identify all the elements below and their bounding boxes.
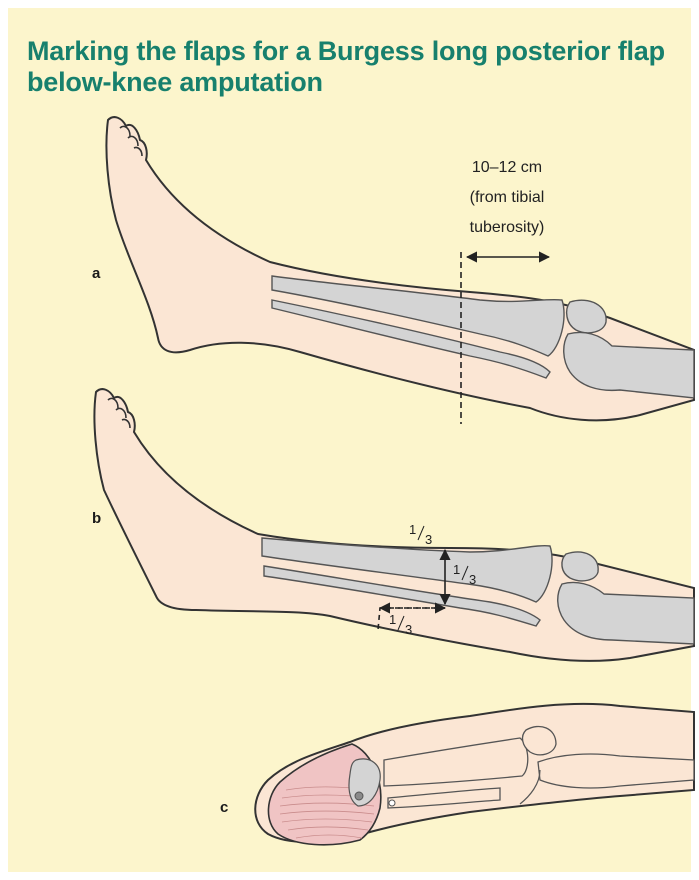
- svg-text:3: 3: [469, 572, 476, 587]
- panel-letter-c: c: [220, 799, 228, 816]
- svg-text:1: 1: [453, 562, 460, 577]
- fraction-top: 1 3: [409, 522, 432, 547]
- patella-b: [562, 552, 598, 581]
- measurement-line2: (from tibial: [470, 189, 545, 206]
- svg-text:1: 1: [409, 522, 416, 537]
- measurement-line1: 10–12 cm: [472, 159, 542, 176]
- svg-text:3: 3: [425, 532, 432, 547]
- panel-letter-a: a: [92, 265, 101, 282]
- stump-c: [255, 704, 694, 845]
- svg-text:1: 1: [389, 612, 396, 627]
- patella-c: [523, 726, 556, 754]
- panel-letter-b: b: [92, 510, 101, 527]
- patella-a: [567, 300, 607, 333]
- svg-text:3: 3: [405, 622, 412, 637]
- leg-a: [106, 117, 694, 420]
- measurement-line3: tuberosity): [470, 219, 545, 236]
